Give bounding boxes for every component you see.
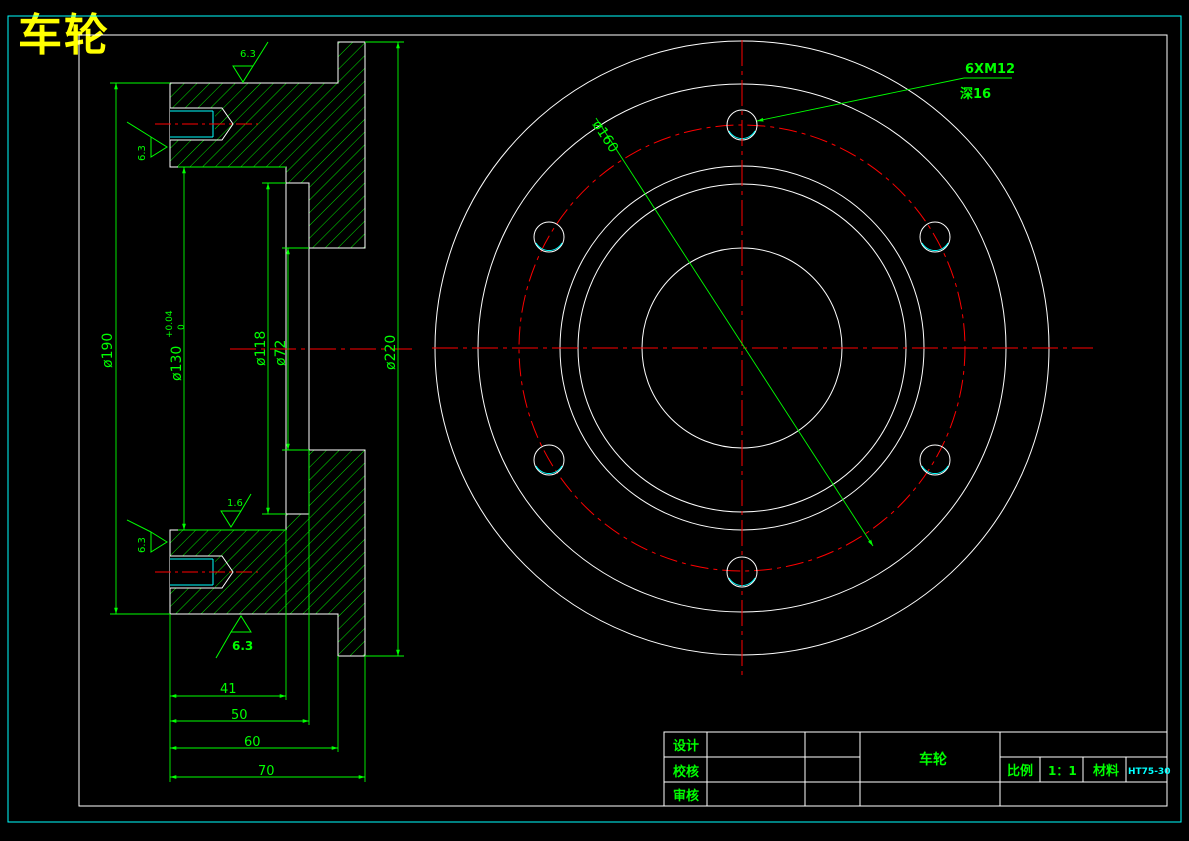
tb-design-label: 设计 xyxy=(673,738,699,754)
bolt-hole xyxy=(919,221,951,253)
bolt-hole xyxy=(533,221,565,253)
inner-frame xyxy=(78,34,1168,807)
dim-d220: ø220 xyxy=(383,335,399,370)
section-hatch-lower xyxy=(169,449,366,657)
tapped-hole-lower xyxy=(155,555,258,589)
tb-material-value: HT75-30 xyxy=(1128,767,1170,777)
tb-material-label: 材料 xyxy=(1093,763,1119,779)
tapped-hole-upper xyxy=(155,107,258,141)
dim-d118: ø118 xyxy=(253,331,269,366)
dim-d72: ø72 xyxy=(273,340,289,366)
hole-callout: 6XM12 xyxy=(965,62,1015,77)
front-view: ø160 6XM12 深16 xyxy=(432,40,1093,676)
roughness-top: 6.3 xyxy=(240,49,256,60)
outer-frame xyxy=(7,15,1182,823)
roughness-left-upper: 6.3 xyxy=(137,145,148,161)
dim-d190: ø190 xyxy=(100,333,116,368)
roughness-left-lower: 6.3 xyxy=(137,537,148,553)
dim-len60: 60 xyxy=(244,735,261,750)
roughness-middle: 1.6 xyxy=(227,498,243,509)
tb-scale-label: 比例 xyxy=(1007,763,1033,779)
section-hatch-upper xyxy=(169,41,366,249)
dim-len70: 70 xyxy=(258,764,275,779)
title-block: 设计 校核 审核 车轮 比例 1：1 材料 HT75-30 xyxy=(663,731,1170,807)
dim-d130-tol-lower: 0 xyxy=(177,324,187,330)
dim-d130: ø130 xyxy=(169,346,185,381)
tb-scale-value: 1：1 xyxy=(1048,764,1077,778)
tb-part-name: 车轮 xyxy=(919,751,947,768)
section-view: ø190 ø130 +0.04 0 ø118 ø72 ø220 41 50 60… xyxy=(100,41,412,782)
tb-check-label: 校核 xyxy=(673,764,699,780)
pcd-dimension-line xyxy=(595,117,874,547)
bolt-hole xyxy=(533,444,565,476)
roughness-bottom: 6.3 xyxy=(232,639,253,653)
bolt-hole xyxy=(919,444,951,476)
dim-len50: 50 xyxy=(231,708,248,723)
dim-d130-tol-upper: +0.04 xyxy=(165,310,175,338)
tb-review-label: 审核 xyxy=(673,788,699,804)
pcd-label: ø160 xyxy=(589,117,622,155)
hole-depth: 深16 xyxy=(960,86,991,102)
dim-len41: 41 xyxy=(220,682,237,697)
